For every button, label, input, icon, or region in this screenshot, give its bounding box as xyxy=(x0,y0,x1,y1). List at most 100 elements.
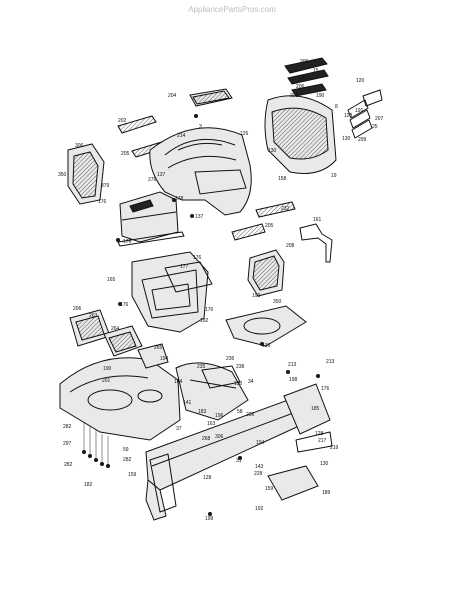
callout-137: 137 xyxy=(157,172,166,178)
callout-190: 190 xyxy=(316,93,325,99)
callout-201: 201 xyxy=(102,378,111,384)
callout-199: 199 xyxy=(205,516,214,522)
callout-163: 163 xyxy=(207,421,216,427)
callout-176: 176 xyxy=(120,302,129,308)
callout-58: 58 xyxy=(237,409,243,415)
callout-282: 282 xyxy=(63,424,72,430)
callout-34: 34 xyxy=(248,379,254,385)
callout-158: 158 xyxy=(278,176,287,182)
seat-bracket xyxy=(201,365,241,389)
callout-207: 207 xyxy=(301,76,310,82)
callout-235: 235 xyxy=(197,364,206,370)
callout-306: 306 xyxy=(215,434,224,440)
callout-282: 282 xyxy=(64,462,73,468)
callout-276: 276 xyxy=(148,177,157,183)
mounting-bracket xyxy=(164,261,213,293)
callout-176: 176 xyxy=(205,307,214,313)
callout-183: 183 xyxy=(198,409,207,415)
callout-192: 192 xyxy=(255,506,264,512)
callout-15: 15 xyxy=(313,68,319,74)
wire-bracket xyxy=(299,223,333,263)
callout-19: 19 xyxy=(331,173,337,179)
callout-208: 208 xyxy=(286,243,295,249)
seat-pan xyxy=(175,362,249,421)
callout-205: 205 xyxy=(121,151,130,157)
callout-306: 306 xyxy=(75,143,84,149)
callout-191: 191 xyxy=(355,108,364,114)
callout-37: 37 xyxy=(176,426,182,432)
callout-190: 190 xyxy=(103,366,112,372)
callout-130: 130 xyxy=(320,461,329,467)
callout-128: 128 xyxy=(203,475,212,481)
callout-8: 8 xyxy=(335,104,338,110)
hitch-plate xyxy=(267,465,319,501)
callout-264: 264 xyxy=(111,326,120,332)
battery-cover xyxy=(67,143,105,205)
callout-206: 206 xyxy=(73,306,82,312)
vent-panel xyxy=(255,201,296,218)
hood-panel-top xyxy=(189,88,233,107)
callout-143: 143 xyxy=(255,464,264,470)
fender-pan xyxy=(59,357,181,441)
callout-204: 204 xyxy=(168,93,177,99)
callout-207: 207 xyxy=(375,116,384,122)
callout-128: 128 xyxy=(344,113,353,119)
tank-strap xyxy=(117,231,185,247)
callout-219: 219 xyxy=(330,445,339,451)
tank-support xyxy=(131,251,209,333)
callout-268: 268 xyxy=(202,436,211,442)
axle-bracket xyxy=(295,431,333,453)
callout-228: 228 xyxy=(254,471,263,477)
fuel-tank xyxy=(119,191,179,243)
callout-265: 265 xyxy=(154,345,163,351)
callout-159: 159 xyxy=(128,472,137,478)
frame-left-end xyxy=(149,453,177,513)
callout-176: 176 xyxy=(193,255,202,261)
callout-130: 130 xyxy=(268,148,277,154)
callout-282: 282 xyxy=(123,457,132,463)
callout-189: 189 xyxy=(322,490,331,496)
grille-assembly xyxy=(264,57,337,174)
fender-top-left xyxy=(69,309,111,347)
callout-217: 217 xyxy=(318,438,327,444)
fastener-group-left xyxy=(82,422,110,468)
callout-128: 128 xyxy=(315,431,324,437)
dashboard-shell xyxy=(149,127,252,216)
callout-176: 176 xyxy=(321,386,330,392)
callout-120: 120 xyxy=(356,78,365,84)
callout-297: 297 xyxy=(63,441,72,447)
callout-194: 194 xyxy=(256,440,265,446)
callout-25: 25 xyxy=(372,124,378,130)
frame-rail xyxy=(145,383,331,521)
callout-194: 194 xyxy=(160,356,169,362)
callout-236: 236 xyxy=(226,356,235,362)
side-trim-202 xyxy=(117,115,157,134)
fastener-group-center xyxy=(116,114,320,516)
callout-3: 3 xyxy=(199,124,202,130)
callout-176: 176 xyxy=(123,239,132,245)
callout-177: 177 xyxy=(180,264,189,270)
callout-238: 238 xyxy=(236,364,245,370)
callout-182: 182 xyxy=(200,318,209,324)
callout-165: 165 xyxy=(107,277,116,283)
callout-136: 136 xyxy=(262,343,271,349)
callout-379: 379 xyxy=(101,183,110,189)
callout-213: 213 xyxy=(288,362,297,368)
callout-164: 164 xyxy=(174,379,183,385)
callout-159: 159 xyxy=(265,486,274,492)
callout-350: 350 xyxy=(273,299,282,305)
callout-206: 206 xyxy=(296,84,305,90)
callout-176: 176 xyxy=(98,199,107,205)
callout-232: 232 xyxy=(281,206,290,212)
fender-top-right xyxy=(137,343,169,369)
heat-shield xyxy=(247,249,285,297)
callout-236: 236 xyxy=(246,412,255,418)
callout-198: 198 xyxy=(289,377,298,383)
callout-130: 130 xyxy=(234,381,243,387)
callout-182: 182 xyxy=(84,482,93,488)
callout-196: 196 xyxy=(215,413,224,419)
callout-350: 350 xyxy=(58,172,67,178)
fender-top-mid xyxy=(103,325,143,357)
callout-141: 141 xyxy=(183,400,192,406)
